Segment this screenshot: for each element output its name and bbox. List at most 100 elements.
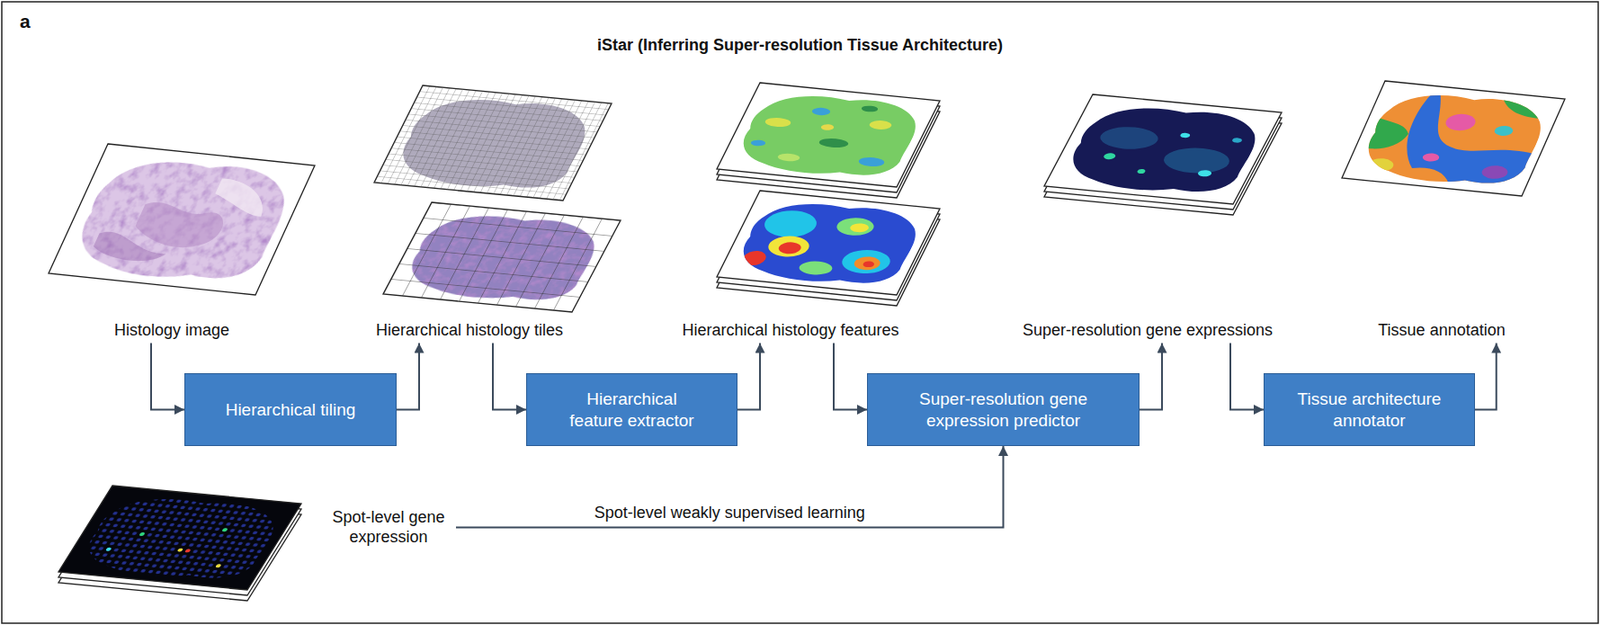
feature-map-stack: [817, 137, 851, 150]
gene-expression-stack: [1095, 125, 1164, 152]
feature-map-stack: [776, 152, 802, 162]
feature-map-stack: [759, 208, 823, 240]
feature-map-stack: [716, 190, 940, 295]
gene-expression-stack: [1102, 152, 1118, 161]
tissue-annotation-map: [1355, 113, 1416, 152]
flow-arrow: [1139, 343, 1163, 411]
feature-map-stack: [740, 250, 769, 267]
spot-expression-stack: [58, 485, 302, 590]
feature-map-stack: [716, 82, 940, 188]
gene-expression-stack: [1044, 94, 1282, 205]
process-box: Super-resolution gene expression predict…: [867, 373, 1140, 447]
feature-map-stack: [857, 156, 887, 168]
fine-tile-grid: [374, 85, 612, 201]
gene-expression-stack: [1044, 94, 1282, 205]
gene-expression-stack: [1044, 94, 1282, 205]
flow-arrow: [396, 343, 420, 411]
flow-arrow: [1230, 343, 1264, 411]
fine-tile-grid: [374, 85, 612, 201]
image-caption: Hierarchical histology features: [681, 321, 899, 341]
gene-expression-stack: [1196, 169, 1213, 178]
gene-expression-stack: [1135, 169, 1146, 175]
feature-map-stack: [861, 260, 876, 269]
histology-image: [127, 201, 231, 251]
caption-text: Super-resolution gene expressions: [1022, 321, 1273, 341]
feature-map-stack: [716, 190, 940, 295]
spot-expression-stack: [214, 563, 222, 568]
box-text: Tissue architecture annotator: [1284, 388, 1456, 432]
feature-map-stack: [716, 82, 940, 188]
gene-expression-stack: [1044, 94, 1282, 215]
feature-map-stack: [716, 82, 940, 188]
caption-text: Spot-level gene expression: [325, 508, 452, 547]
tissue-annotation-map: [1385, 85, 1565, 197]
feature-map-stack: [763, 116, 794, 128]
spot-expression-stack: [138, 532, 145, 537]
box-text: Super-resolution gene expression predict…: [891, 388, 1117, 432]
feature-map-stack: [716, 190, 940, 295]
feature-map-stack: [749, 139, 767, 147]
spot-expression-stack: [58, 485, 302, 590]
gene-expression-stack: [1231, 137, 1243, 144]
image-caption: Super-resolution gene expressions: [1022, 321, 1273, 341]
feature-map-stack: [716, 190, 940, 306]
spot-expression-stack: [105, 547, 112, 552]
spot-expression-stack: [177, 547, 184, 552]
spot-expression-stack: [58, 485, 302, 601]
feature-map-stack: [851, 255, 884, 271]
figure-title: iStar (Inferring Super-resolution Tissue…: [0, 35, 1600, 55]
spot-expression-stack: [221, 527, 228, 532]
histology-image: [48, 143, 315, 295]
tissue-annotation-map: [1492, 125, 1516, 137]
image-caption: Spot-level gene expression: [325, 508, 452, 547]
histology-image: [64, 154, 302, 287]
caption-text: Hierarchical histology tiles: [375, 321, 564, 341]
tissue-annotation-map: [1492, 92, 1565, 121]
flow-arrow: [492, 343, 527, 411]
flow-arrow: [833, 343, 868, 411]
tissue-annotation-map: [1341, 80, 1565, 197]
feature-map-stack: [776, 241, 804, 255]
spot-expression-stack: [58, 485, 302, 590]
gene-expression-stack: [1158, 145, 1236, 177]
spot-expression-stack: [58, 485, 302, 590]
histology-image: [48, 143, 315, 295]
feature-map-stack: [859, 105, 879, 113]
histology-image: [89, 168, 277, 271]
tissue-annotation-map: [1341, 80, 1565, 197]
feature-map-stack: [867, 119, 894, 131]
edge-label: Spot-level weakly supervised learning: [590, 503, 869, 524]
caption-text: Histology image: [114, 321, 230, 341]
fine-tile-grid: [374, 85, 612, 201]
image-caption: Hierarchical histology tiles: [375, 321, 564, 341]
box-text: Hierarchical feature extractor: [564, 388, 700, 432]
feature-map-stack: [837, 248, 896, 277]
flow-arrow: [737, 343, 760, 411]
caption-text: Hierarchical histology features: [681, 321, 899, 341]
feature-map-stack: [819, 124, 835, 132]
coarse-tile-grid: [383, 202, 621, 313]
caption-text: Tissue annotation: [1377, 321, 1505, 341]
flow-arrow: [151, 343, 185, 411]
tissue-annotation-map: [1365, 157, 1396, 173]
histology-image: [89, 231, 173, 264]
gene-expression-stack: [1179, 132, 1191, 138]
image-caption: Histology image: [114, 321, 230, 341]
feature-map-stack: [763, 234, 814, 260]
process-box: Hierarchical feature extractor: [526, 373, 738, 447]
feature-map-stack: [810, 107, 832, 117]
panel-label: a: [19, 10, 31, 33]
tissue-annotation-map: [1421, 152, 1441, 163]
coarse-tile-grid: [383, 202, 621, 313]
image-caption: Tissue annotation: [1377, 321, 1505, 341]
process-box: Tissue architecture annotator: [1263, 373, 1475, 447]
flow-arrow: [1474, 343, 1497, 411]
gene-expression-stack: [1044, 94, 1282, 205]
tissue-annotation-map: [1341, 80, 1565, 197]
process-box: Hierarchical tiling: [184, 373, 397, 447]
feature-map-stack: [716, 190, 940, 295]
